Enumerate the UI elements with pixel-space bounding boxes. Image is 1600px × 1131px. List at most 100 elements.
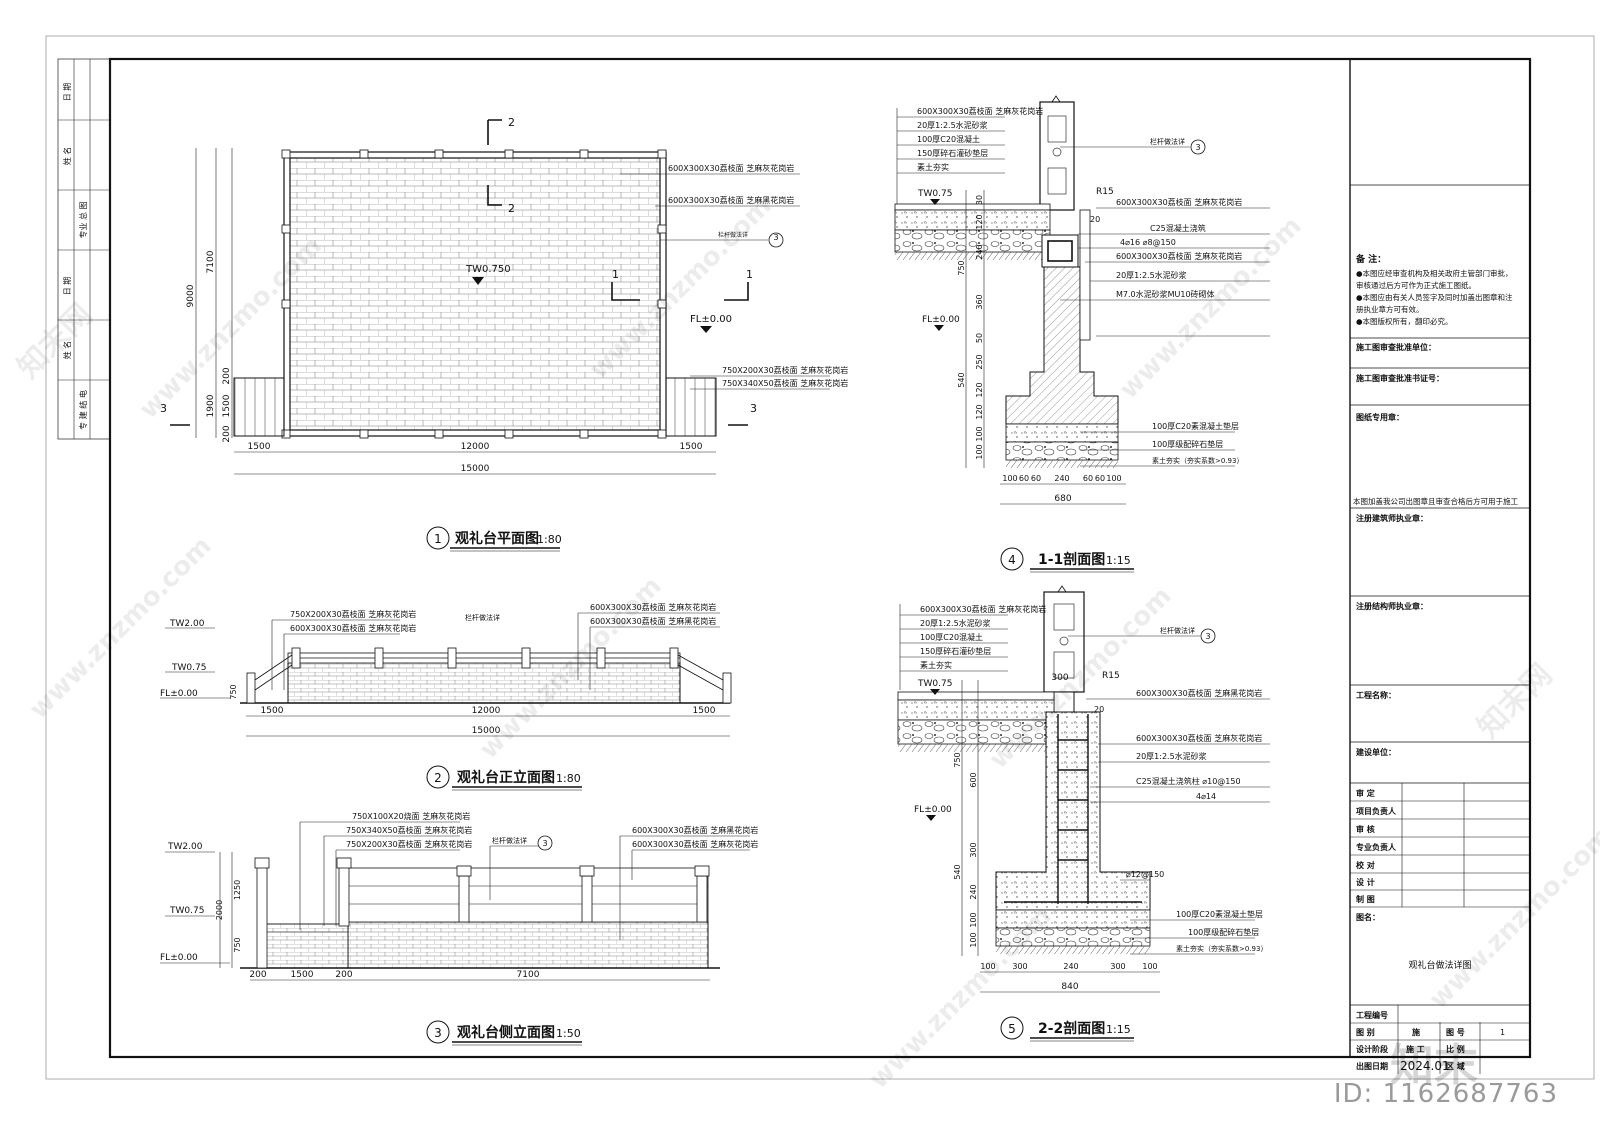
s1-top-0: 600X300X30荔枝面 芝麻灰花岗岩 bbox=[917, 106, 1043, 116]
side-dim-h-1: 1500 bbox=[291, 970, 314, 980]
s2-r-1: 600X300X30荔枝面 芝麻灰花岗岩 bbox=[1136, 733, 1262, 743]
front-railing: 栏杆做法详 bbox=[465, 613, 500, 622]
plan-note-3: 750X340X50荔枝面 芝麻灰花岗岩 bbox=[722, 378, 848, 388]
strip-cell-4: 日 期 bbox=[63, 277, 72, 296]
front-elev-1: TW0.75 bbox=[171, 663, 206, 673]
tb-stamp-note: 本图加盖我公司出图章且审查合格后方可用于施工 bbox=[1353, 496, 1518, 506]
cut-1-right: 1 bbox=[746, 268, 753, 281]
s2-dv-5: 100 bbox=[969, 912, 978, 927]
v3-num: 3 bbox=[434, 1026, 442, 1040]
s2-r-0: 600X300X30荔枝面 芝麻黑花岗岩 bbox=[1136, 688, 1262, 698]
side-posts bbox=[254, 857, 710, 969]
v5-title: 2-2剖面图 bbox=[1038, 1020, 1105, 1037]
v4-title: 1-1剖面图 bbox=[1038, 551, 1105, 568]
v4-scale: 1:15 bbox=[1106, 554, 1131, 567]
tb-review-cert: 施工图审查批准书证号： bbox=[1356, 373, 1444, 383]
s1-r-0: 600X300X30荔枝面 芝麻灰花岗岩 bbox=[1116, 197, 1242, 207]
s2-r-3: C25混凝土浇筑柱 ⌀10@150 bbox=[1136, 776, 1241, 786]
s2-rebar bbox=[1004, 714, 1142, 904]
front-posts bbox=[246, 647, 732, 704]
plan-dim-h-0: 1500 bbox=[248, 442, 271, 452]
cut-1-left: 1 bbox=[612, 268, 619, 281]
side-dim-v-2: 750 bbox=[233, 937, 242, 952]
s2-r: R15 bbox=[1102, 671, 1120, 681]
side-dim-h-0: 200 bbox=[249, 970, 266, 980]
s1-dv-0: 30 bbox=[975, 195, 984, 205]
front-note-2: 600X300X30荔枝面 芝麻灰花岗岩 bbox=[590, 602, 716, 612]
plan-ref-num: 3 bbox=[773, 233, 778, 242]
s1-dv-9: 120 bbox=[975, 404, 984, 419]
s2-top-4: 素土夯实 bbox=[920, 660, 952, 670]
v5-scale: 1:15 bbox=[1106, 1023, 1131, 1036]
front-dim-h-2: 1500 bbox=[693, 706, 716, 716]
tb-remark-4: ●本图版权所有，翻印必究。 bbox=[1356, 316, 1453, 326]
section-2-2: TW0.75 FL±0.00 R15 300 20 600X300X30荔枝面 … bbox=[897, 585, 1270, 1042]
s1-dh-6: 100 bbox=[1106, 474, 1121, 483]
tb-row3-m: 2024.01 bbox=[1400, 1059, 1450, 1073]
plan-note-0: 600X300X30荔枝面 芝麻灰花岗岩 bbox=[668, 163, 794, 173]
plan-dim-v-2: 1900 bbox=[206, 394, 216, 417]
front-note-0: 750X200X30荔枝面 芝麻灰花岗岩 bbox=[290, 609, 416, 619]
tb-row2-n: 比 例 bbox=[1446, 1044, 1465, 1054]
s2-dh-5: 840 bbox=[1061, 982, 1078, 992]
s2-r-5: ⌀12@150 bbox=[1126, 870, 1164, 879]
plan-railing-ref: 栏杆做法详 bbox=[718, 231, 748, 239]
wm-7: www.znzmo.com bbox=[864, 901, 1058, 1095]
s2-dv-2: 300 bbox=[969, 842, 978, 857]
tb-role-6: 制 图 bbox=[1356, 894, 1375, 904]
side-elev-1: TW0.75 bbox=[169, 906, 204, 916]
front-elev-0: TW2.00 bbox=[169, 619, 205, 629]
s1-dv-10: 100 bbox=[975, 426, 984, 441]
s1-dv-8: 120 bbox=[975, 382, 984, 397]
s1-20: 20 bbox=[1090, 215, 1100, 224]
tb-row1-m: 施 bbox=[1412, 1027, 1420, 1037]
s1-r-2: 4⌀16 ⌀8@150 bbox=[1120, 238, 1176, 247]
s1-dv-6: 250 bbox=[975, 354, 984, 369]
v1-title: 观礼台平面图 bbox=[455, 530, 539, 547]
tb-drawing-name: 观礼台做法详图 bbox=[1408, 959, 1471, 971]
s2-dh-1: 300 bbox=[1012, 962, 1027, 971]
v1-scale: 1:80 bbox=[537, 533, 562, 546]
s1-dh-5: 60 bbox=[1095, 474, 1105, 483]
tb-row1-r: 1 bbox=[1500, 1028, 1505, 1037]
v5-num: 5 bbox=[1008, 1022, 1016, 1036]
s2-top-1: 20厚1:2.5水泥砂浆 bbox=[920, 618, 991, 628]
s2-elev-fl: FL±0.00 bbox=[914, 805, 952, 815]
tb-role-2: 审 核 bbox=[1356, 824, 1375, 834]
cut-3-left: 3 bbox=[160, 402, 167, 415]
s2-dv-4: 240 bbox=[969, 884, 978, 899]
s1-elev-tw: TW0.75 bbox=[917, 189, 952, 199]
strip-cell-6: 专 建 结 电 bbox=[78, 390, 88, 430]
v1-num: 1 bbox=[434, 532, 442, 546]
front-dim-h-0: 1500 bbox=[261, 706, 284, 716]
watermark-logo: 知末 bbox=[1390, 1040, 1478, 1091]
tb-remark-3: 册执业章方可有效。 bbox=[1356, 304, 1424, 314]
cut-2-top: 2 bbox=[508, 116, 515, 129]
tb-stamp: 图纸专用章： bbox=[1356, 412, 1404, 422]
tb-role-0: 审 定 bbox=[1356, 788, 1375, 798]
s2-dh-0: 100 bbox=[980, 962, 995, 971]
plan-dim-h-3: 15000 bbox=[461, 464, 490, 474]
s1-top-1: 20厚1:2.5水泥砂浆 bbox=[917, 120, 988, 130]
v2-scale: 1:80 bbox=[556, 772, 581, 785]
side-dim-h-2: 200 bbox=[335, 970, 352, 980]
wm-8: www.znzmo.com bbox=[1424, 821, 1600, 1015]
side-note-l-2: 750X200X30荔枝面 芝麻灰花岗岩 bbox=[346, 839, 472, 849]
tb-arch-seal: 注册建筑师执业章： bbox=[1356, 513, 1428, 523]
s1-dh-1: 60 bbox=[1019, 474, 1029, 483]
info-table: 工程编号 图 别 施 图 号 1 设计阶段 施 工 比 例 出图日期 2024.… bbox=[1350, 1004, 1530, 1074]
side-dim-v-0: 1250 bbox=[233, 880, 242, 900]
wm-brand-1: 知末网 bbox=[11, 297, 99, 385]
tb-row2-m: 施 工 bbox=[1406, 1044, 1425, 1054]
side-elevation: TW2.00 TW0.75 FL±0.00 1250 2000 750 栏杆做法… bbox=[160, 811, 758, 1046]
s1-dv-4: 360 bbox=[975, 294, 984, 309]
s1-top-2: 100厚C20混凝土 bbox=[917, 134, 980, 144]
tb-row2-l: 设计阶段 bbox=[1356, 1044, 1388, 1054]
tb-remark-title: 备 注： bbox=[1355, 253, 1386, 265]
s2-elev-tw: TW0.75 bbox=[917, 679, 952, 689]
front-note-3: 600X300X30荔枝面 芝麻黑花岗岩 bbox=[590, 616, 716, 626]
tb-remark-2: ●本图应由有关人员签字及同时加盖出图章和注 bbox=[1356, 292, 1513, 302]
plan-elev: TW0.750 bbox=[465, 264, 511, 275]
plan-note-1: 600X300X30荔枝面 芝麻黑花岗岩 bbox=[668, 195, 794, 205]
